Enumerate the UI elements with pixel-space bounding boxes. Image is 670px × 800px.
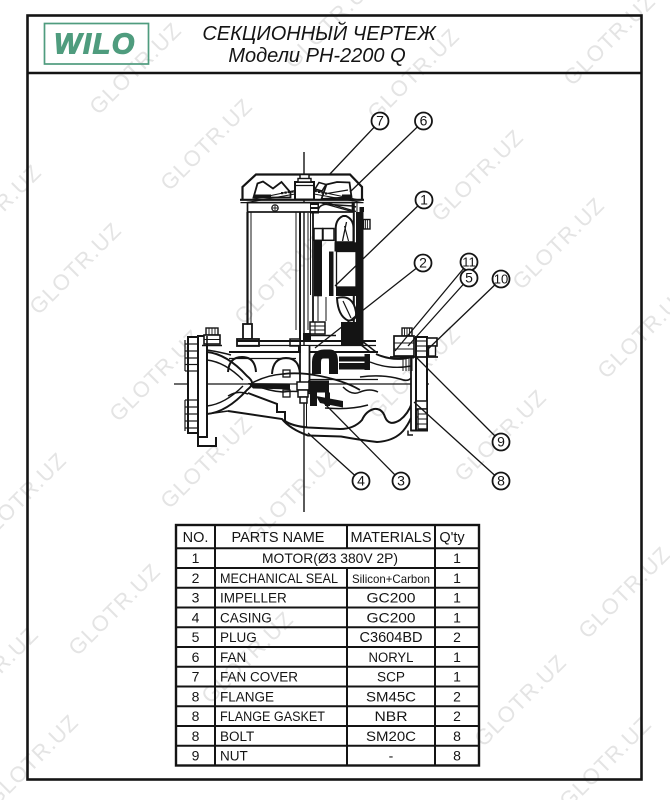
svg-text:7: 7 (192, 669, 200, 685)
svg-text:GC200: GC200 (367, 609, 416, 625)
svg-text:1: 1 (453, 590, 461, 606)
svg-text:5: 5 (465, 270, 473, 286)
svg-text:BOLT: BOLT (220, 729, 254, 744)
svg-text:GC200: GC200 (367, 590, 416, 606)
svg-text:1: 1 (453, 669, 461, 685)
svg-text:2: 2 (419, 255, 427, 271)
svg-text:1: 1 (453, 609, 461, 625)
svg-text:FLANGE GASKET: FLANGE GASKET (220, 709, 325, 724)
svg-text:СЕКЦИОННЫЙ ЧЕРТЕЖ: СЕКЦИОННЫЙ ЧЕРТЕЖ (202, 22, 437, 45)
svg-text:MATERIALS: MATERIALS (350, 530, 431, 546)
svg-text:4: 4 (357, 473, 365, 489)
svg-text:PARTS NAME: PARTS NAME (232, 530, 325, 546)
svg-text:IMPELLER: IMPELLER (220, 591, 287, 606)
svg-text:SM45C: SM45C (366, 688, 416, 704)
svg-text:9: 9 (192, 748, 200, 764)
svg-text:5: 5 (192, 629, 200, 645)
svg-text:10: 10 (494, 272, 508, 287)
svg-text:FAN COVER: FAN COVER (220, 670, 298, 685)
svg-text:1: 1 (453, 550, 461, 566)
svg-text:1: 1 (192, 550, 200, 566)
svg-text:WILO: WILO (54, 29, 136, 61)
svg-text:8: 8 (497, 473, 505, 489)
svg-text:NO.: NO. (183, 530, 209, 546)
svg-text:1: 1 (420, 192, 428, 208)
svg-text:NUT: NUT (220, 749, 248, 764)
svg-text:8: 8 (192, 708, 200, 724)
svg-text:NBR: NBR (375, 708, 408, 724)
svg-text:3: 3 (192, 590, 200, 606)
svg-text:2: 2 (192, 570, 200, 586)
svg-text:3: 3 (397, 473, 405, 489)
svg-text:7: 7 (376, 113, 384, 129)
svg-text:SM20C: SM20C (366, 728, 416, 744)
svg-text:6: 6 (192, 649, 200, 665)
svg-text:6: 6 (420, 113, 428, 129)
svg-text:2: 2 (453, 688, 461, 704)
svg-text:2: 2 (453, 629, 461, 645)
svg-text:FAN: FAN (220, 650, 246, 665)
svg-text:PLUG: PLUG (220, 630, 257, 645)
svg-text:11: 11 (462, 255, 476, 270)
svg-text:1: 1 (453, 649, 461, 665)
svg-text:1: 1 (453, 570, 461, 586)
svg-text:NORYL: NORYL (369, 650, 414, 665)
svg-text:CASING: CASING (220, 610, 272, 625)
svg-text:8: 8 (192, 728, 200, 744)
svg-text:C3604BD: C3604BD (360, 630, 423, 646)
svg-text:8: 8 (192, 688, 200, 704)
svg-text:FLANGE: FLANGE (220, 689, 274, 704)
svg-text:MECHANICAL SEAL: MECHANICAL SEAL (220, 571, 338, 586)
svg-text:9: 9 (497, 434, 505, 450)
svg-text:8: 8 (453, 748, 461, 764)
svg-text:SCP: SCP (377, 670, 405, 685)
svg-text:Q'ty: Q'ty (439, 530, 465, 546)
svg-text:2: 2 (453, 708, 461, 724)
svg-text:-: - (389, 748, 394, 764)
svg-text:Silicon+Carbon: Silicon+Carbon (352, 572, 430, 586)
svg-text:Модели PH-2200 Q: Модели PH-2200 Q (228, 45, 405, 67)
svg-text:4: 4 (192, 609, 200, 625)
svg-text:MOTOR(Ø3 380V 2P): MOTOR(Ø3 380V 2P) (262, 550, 398, 566)
svg-text:8: 8 (453, 728, 461, 744)
